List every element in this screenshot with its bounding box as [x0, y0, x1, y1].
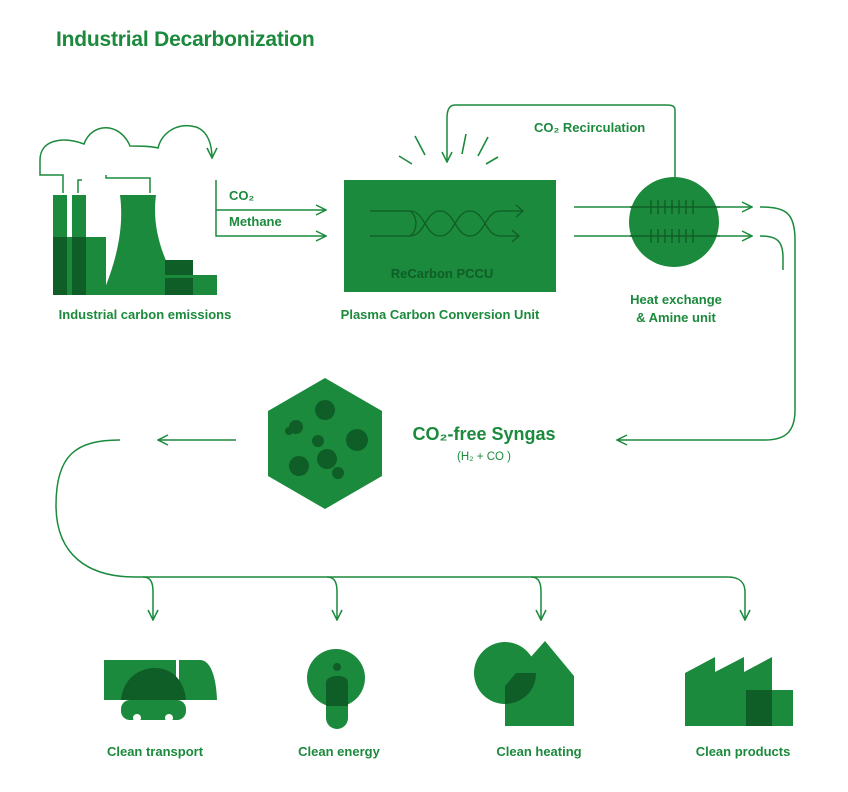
plasma-unit-box: [344, 180, 556, 292]
factory-icon: [685, 657, 793, 726]
smoke-icon: [39, 125, 212, 193]
house-heating-icon: [474, 641, 574, 726]
source-label: Industrial carbon emissions: [58, 307, 232, 322]
output-label-transport: Clean transport: [106, 744, 204, 759]
heat-exchange-output-lines: [617, 207, 796, 440]
syngas-hexagon-icon: [268, 378, 382, 509]
output-label-products: Clean products: [695, 744, 791, 759]
co2-input-label: CO₂: [229, 188, 255, 203]
output-label-energy: Clean energy: [298, 744, 380, 759]
methane-input-label: Methane: [229, 214, 282, 229]
heat-exchange-label-line1: Heat exchange: [630, 292, 722, 307]
heat-exchange-label-line2: & Amine unit: [636, 310, 716, 325]
output-label-heating: Clean heating: [496, 744, 582, 759]
truck-icon: [104, 656, 217, 722]
unit-output-lines: [574, 206, 632, 237]
syngas-formula: (H₂ + CO ): [457, 451, 511, 463]
recirculation-label: CO₂ Recirculation: [534, 120, 646, 135]
heat-exchanger-icon: [629, 177, 720, 267]
syngas-label: CO₂-free Syngas: [412, 424, 556, 444]
spark-icon: [398, 133, 499, 165]
unit-label: Plasma Carbon Conversion Unit: [340, 307, 540, 322]
lightbulb-icon: [307, 649, 365, 729]
syngas-distribution-lines: [55, 440, 745, 620]
factory-cooling-tower-icon: [53, 195, 217, 295]
unit-inner-label: ReCarbon PCCU: [390, 266, 494, 281]
page-title: Industrial Decarbonization: [56, 28, 315, 51]
gas-feed-lines: [215, 180, 326, 236]
recirculation-arrow: [447, 104, 676, 195]
